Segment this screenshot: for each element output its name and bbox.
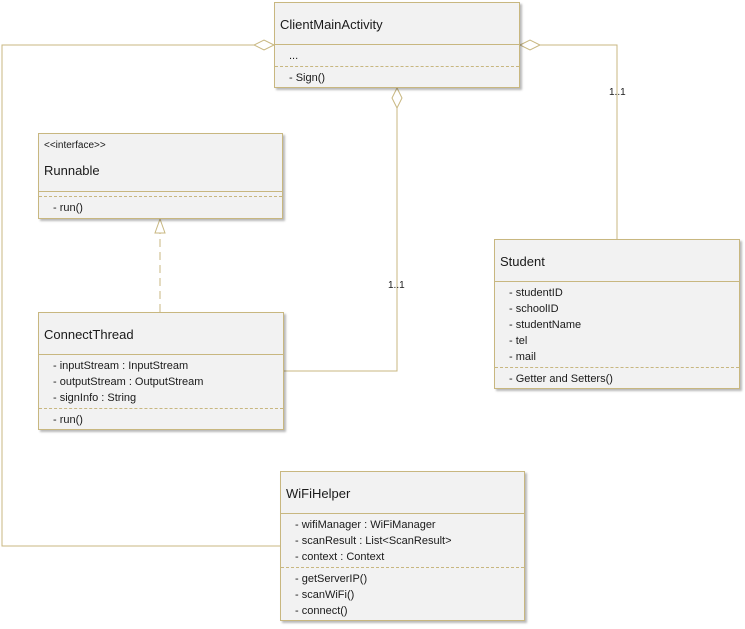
method-row: - Getter and Setters() bbox=[509, 373, 613, 385]
method-row: - getServerIP() bbox=[295, 573, 368, 585]
class-name: ConnectThread bbox=[44, 327, 134, 342]
method-row: - connect() bbox=[295, 605, 348, 617]
attribute-row: - wifiManager : WiFiManager bbox=[295, 519, 436, 531]
multiplicity-connectthread: 1..1 bbox=[388, 280, 405, 291]
methods-section: - Getter and Setters() bbox=[495, 368, 739, 389]
attribute-row: - outputStream : OutputStream bbox=[53, 376, 204, 388]
methods-section: - getServerIP() - scanWiFi() - connect() bbox=[281, 568, 524, 621]
aggregation-diamond-left bbox=[252, 39, 276, 51]
attribute-row: - mail bbox=[509, 351, 536, 363]
method-row: - run() bbox=[53, 414, 83, 426]
class-name: Student bbox=[500, 254, 545, 269]
class-student[interactable]: Student - studentID - schoolID - studentNa… bbox=[494, 239, 740, 389]
attribute-row: - signInfo : String bbox=[53, 392, 137, 404]
attribute-row: - context : Context bbox=[295, 551, 385, 563]
method-row: - run() bbox=[53, 202, 83, 214]
association-student bbox=[540, 44, 618, 239]
class-stereotype: <<interface>> bbox=[44, 140, 106, 151]
attribute-row: - inputStream : InputStream bbox=[53, 360, 189, 372]
methods-section: - Sign() bbox=[275, 67, 519, 88]
attribute-row: - scanResult : List<ScanResult> bbox=[295, 535, 452, 547]
class-name: Runnable bbox=[44, 163, 100, 178]
methods-section: - run() bbox=[39, 197, 282, 218]
class-name: ClientMainActivity bbox=[280, 17, 383, 32]
attributes-section: - wifiManager : WiFiManager - scanResult … bbox=[281, 514, 524, 568]
class-connect-thread[interactable]: ConnectThread - inputStream : InputStrea… bbox=[38, 312, 284, 430]
attributes-section: ... bbox=[275, 45, 519, 67]
attribute-row: - tel bbox=[509, 335, 528, 347]
method-row: - scanWiFi() bbox=[295, 589, 355, 601]
class-wifi-helper[interactable]: WiFiHelper - wifiManager : WiFiManager- … bbox=[280, 471, 525, 621]
attributes-section: - studentID - schoolID - studentName - tel -… bbox=[495, 282, 739, 368]
attribute-row: ... bbox=[289, 50, 299, 62]
aggregation-diamond-bottom bbox=[391, 86, 403, 110]
attributes-section: - inputStream : InputStream - outputStrea… bbox=[39, 355, 283, 409]
attribute-row: - schoolID bbox=[509, 303, 559, 315]
association-connectthread bbox=[284, 108, 398, 372]
attribute-row: - studentName bbox=[509, 319, 582, 331]
multiplicity-student: 1..1 bbox=[609, 87, 626, 98]
method-row: - Sign() bbox=[289, 72, 326, 84]
class-runnable[interactable]: <<interface>> Runnable - run() bbox=[38, 133, 283, 219]
association-wifihelper bbox=[1, 44, 280, 547]
attributes-section bbox=[39, 192, 282, 197]
methods-section: - run() bbox=[39, 409, 283, 430]
attribute-row: - studentID bbox=[509, 287, 563, 299]
realization-arrowhead bbox=[154, 217, 166, 234]
class-name: WiFiHelper bbox=[286, 486, 351, 501]
class-client-main-activity[interactable]: ClientMainActivity ... - Sign() bbox=[274, 2, 520, 88]
aggregation-diamond-right bbox=[518, 39, 542, 51]
